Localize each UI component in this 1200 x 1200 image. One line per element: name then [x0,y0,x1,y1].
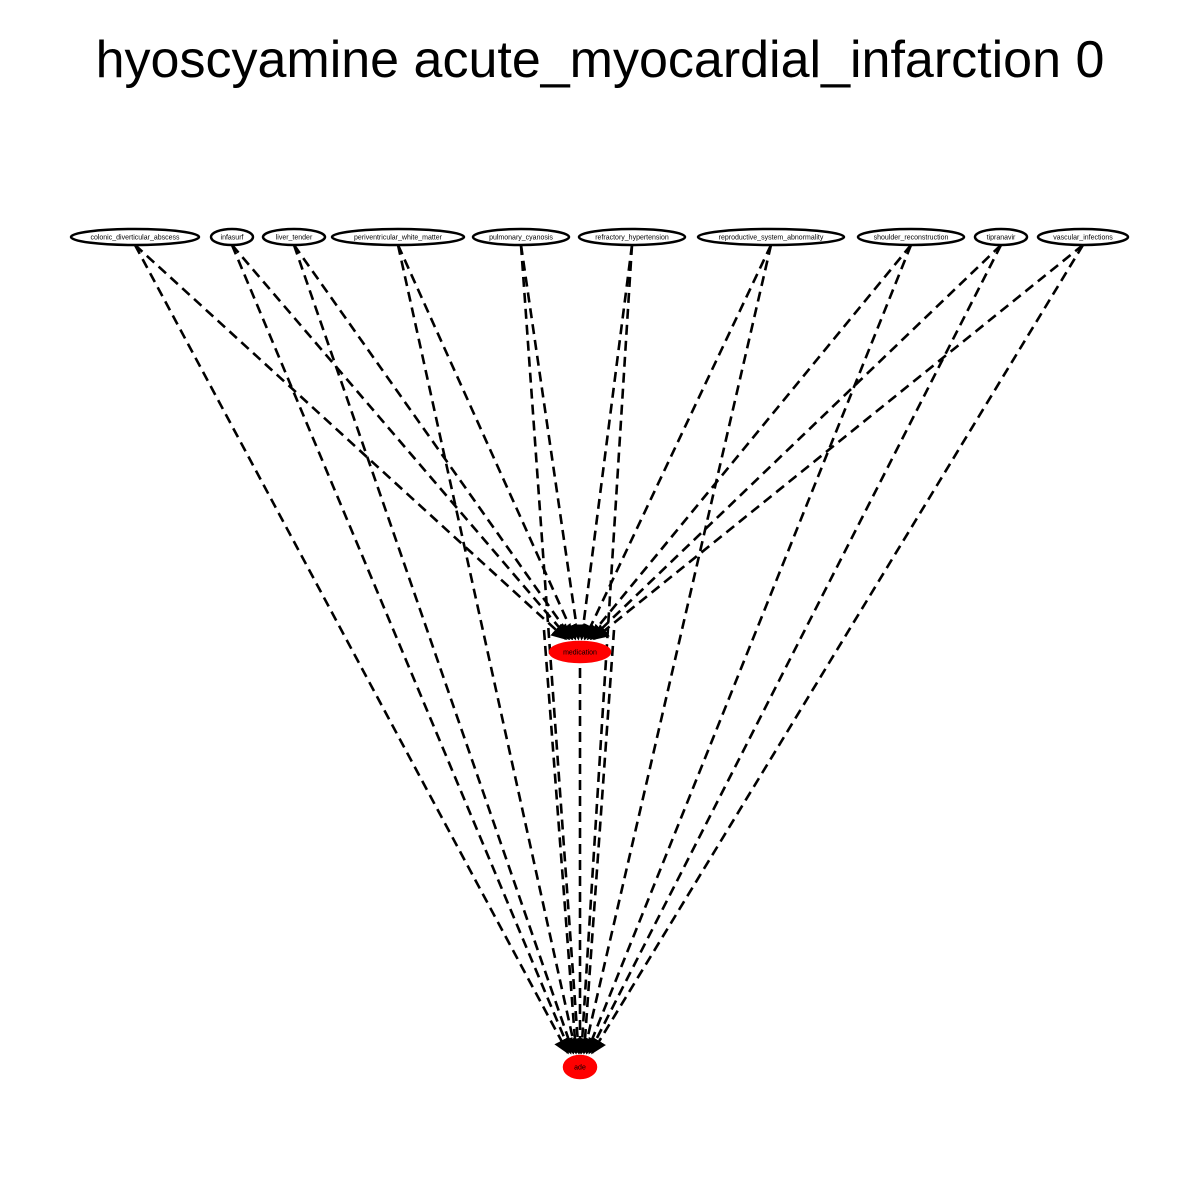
node-reproductive_system_abnormality-label: reproductive_system_abnormality [719,235,824,242]
node-ade-shape [562,1054,598,1080]
node-liver_tender-label: liver_tender [276,235,313,242]
node-vascular_infections-label: vascular_infections [1053,235,1113,242]
node-vascular_infections: vascular_infections [1036,227,1130,247]
node-infasurf: infasurf [209,227,255,247]
edge-reproductive_system_abnormality-to-medication [583,244,773,641]
edge-infasurf-to-ade [230,244,573,1055]
edge-infasurf-to-medication [231,244,571,641]
node-refractory_hypertension-label: refractory_hypertension [595,235,669,242]
edge-shoulder_reconstruction-to-medication [586,244,913,641]
edge-colonic_diverticular_abscess-to-ade [133,244,570,1055]
node-infasurf-shape [209,227,255,247]
node-liver_tender: liver_tender [261,227,327,247]
chart-title: hyoscyamine acute_myocardial_infarction … [95,31,1105,89]
edge-liver_tender-to-medication [292,244,574,641]
edge-refractory_hypertension-to-medication [575,244,634,641]
edge-reproductive_system_abnormality-to-ade [579,244,773,1055]
node-ade-label: ade [574,1065,586,1072]
node-tipranavir: tipranavir [973,227,1029,247]
node-colonic_diverticular_abscess-shape [69,227,201,247]
edge-tipranavir-to-medication [589,244,1002,641]
edge-medication-to-ade-2 [577,629,616,1055]
node-infasurf-label: infasurf [221,235,244,242]
node-medication-label: medication [563,650,597,657]
node-pulmonary_cyanosis: pulmonary_cyanosis [471,227,571,247]
node-refractory_hypertension: refractory_hypertension [577,227,687,247]
node-shoulder_reconstruction-shape [856,227,966,247]
node-ade: ade [562,1054,598,1080]
node-colonic_diverticular_abscess-label: colonic_diverticular_abscess [90,235,180,242]
node-reproductive_system_abnormality: reproductive_system_abnormality [696,227,846,247]
edge-shoulder_reconstruction-to-ade [584,244,913,1055]
node-pulmonary_cyanosis-label: pulmonary_cyanosis [489,235,553,242]
node-liver_tender-shape [261,227,327,247]
edge-medication-to-ade-0 [542,629,583,1055]
nodes-layer: colonic_diverticular_abscess infasurf live… [69,227,1130,1080]
node-tipranavir-shape [973,227,1029,247]
node-periventricular_white_matter-label: periventricular_white_matter [354,235,443,242]
node-shoulder_reconstruction: shoulder_reconstruction [856,227,966,247]
edge-vascular_infections-to-medication [592,243,1084,641]
node-medication: medication [548,640,612,664]
node-periventricular_white_matter-shape [330,227,466,247]
edge-pulmonary_cyanosis-to-medication [519,244,585,641]
node-shoulder_reconstruction-label: shoulder_reconstruction [874,235,949,242]
node-refractory_hypertension-shape [577,227,687,247]
node-tipranavir-label: tipranavir [987,235,1016,242]
edge-periventricular_white_matter-to-medication [396,244,577,641]
edge-vascular_infections-to-ade [590,244,1085,1055]
node-vascular_infections-shape [1036,227,1130,247]
node-colonic_diverticular_abscess: colonic_diverticular_abscess [69,227,201,247]
node-reproductive_system_abnormality-shape [696,227,846,247]
edge-colonic_diverticular_abscess-to-medication [134,244,568,641]
edge-periventricular_white_matter-to-ade [396,244,581,1055]
node-medication-shape [548,640,612,664]
node-periventricular_white_matter: periventricular_white_matter [330,227,466,247]
edge-liver_tender-to-ade [292,244,577,1055]
edge-tipranavir-to-ade [588,244,1003,1055]
node-pulmonary_cyanosis-shape [471,227,571,247]
